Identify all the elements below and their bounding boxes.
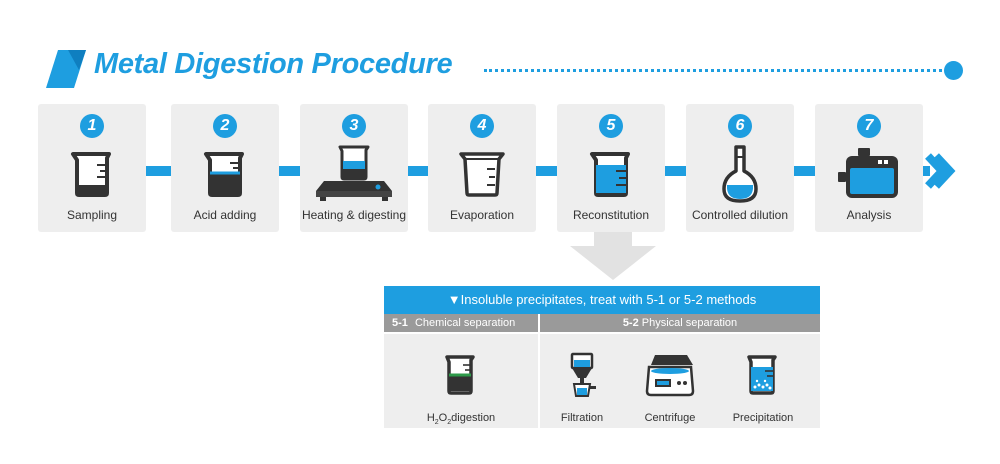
crucible-icon <box>459 152 505 197</box>
beaker-liquid-icon <box>204 152 244 197</box>
filtration-funnel-icon <box>570 352 596 397</box>
step-card-heating-digesting: 3 Heating & digesting <box>300 104 408 232</box>
physical-separation-heading: 5-2 Physical separation <box>540 314 820 332</box>
physical-code: 5-2 <box>622 317 639 329</box>
filtration-label: Filtration <box>560 412 604 424</box>
down-arrow-icon <box>570 232 656 280</box>
step-label: Sampling <box>66 208 118 222</box>
beaker-empty-icon <box>71 152 111 197</box>
step-card-controlled-dilution: 6 Controlled dilution <box>686 104 794 232</box>
chemical-separation-panel: H2O2digestion <box>384 334 538 428</box>
insoluble-precipitates-header: ▼Insoluble precipitates, treat with 5-1 … <box>384 286 820 314</box>
title-mark-icon <box>46 50 86 88</box>
step-number-badge: 3 <box>342 114 366 138</box>
step-card-acid-adding: 2 Acid adding <box>171 104 279 232</box>
step-number-badge: 5 <box>599 114 623 138</box>
chemical-code: 5-1 <box>392 317 408 329</box>
h2o2-digestion-item: H2O2digestion <box>416 352 506 426</box>
step-label: Reconstitution <box>572 208 650 222</box>
physical-separation-panel: Filtration Centrifuge <box>540 334 820 428</box>
flow-arrow-icon <box>925 153 956 189</box>
step-label: Heating & digesting <box>301 208 407 222</box>
step-number-badge: 7 <box>857 114 881 138</box>
step-card-reconstitution: 5 Reconstitution <box>557 104 665 232</box>
page-title: Metal Digestion Procedure <box>94 48 453 80</box>
step-label: Controlled dilution <box>691 208 789 222</box>
step-card-evaporation: 4 Evaporation <box>428 104 536 232</box>
filtration-item: Filtration <box>537 352 627 424</box>
title-end-dot <box>944 61 963 80</box>
step-number-badge: 1 <box>80 114 104 138</box>
chemical-separation-heading: 5-1 Chemical separation <box>384 314 538 332</box>
step-number-badge: 4 <box>470 114 494 138</box>
precipitation-label: Precipitation <box>732 412 794 424</box>
chemical-title: Chemical separation <box>414 317 516 329</box>
h2o2-digestion-label: H2O2digestion <box>426 412 496 427</box>
title-dotted-line <box>484 69 942 72</box>
analyzer-instrument-icon <box>838 148 898 198</box>
physical-title: Physical separation <box>641 317 738 329</box>
volumetric-flask-icon <box>722 145 758 203</box>
hotplate-beaker-icon <box>316 145 392 201</box>
step-label: Acid adding <box>193 208 257 222</box>
beaker-full-icon <box>590 152 630 197</box>
step-label: Evaporation <box>449 208 515 222</box>
step-number-badge: 6 <box>728 114 752 138</box>
step-card-sampling: 1 Sampling <box>38 104 146 232</box>
step-card-analysis: 7 Analysis <box>815 104 923 232</box>
centrifuge-icon <box>645 355 695 397</box>
step-label: Analysis <box>846 208 892 222</box>
beaker-green-icon <box>445 355 475 395</box>
centrifuge-label: Centrifuge <box>644 412 696 424</box>
precipitation-item: Precipitation <box>718 352 808 424</box>
beaker-precipitate-icon <box>747 355 777 395</box>
centrifuge-item: Centrifuge <box>625 352 715 424</box>
step-number-badge: 2 <box>213 114 237 138</box>
